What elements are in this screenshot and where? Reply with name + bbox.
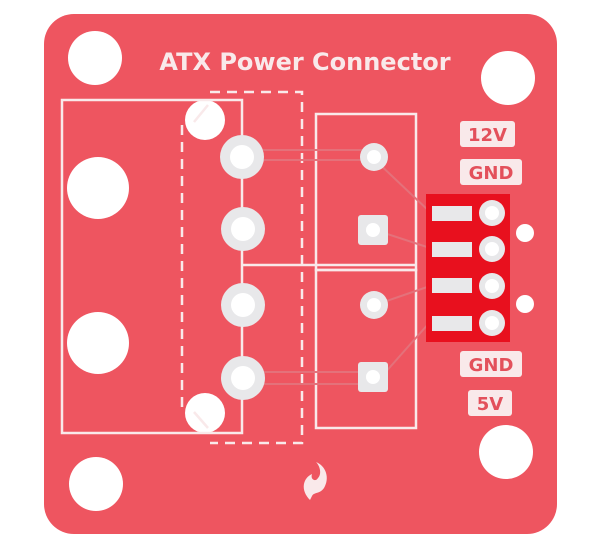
connector-latch-hole-bottom <box>67 312 129 374</box>
label-gnd-top: GND <box>460 159 522 185</box>
connector-pads <box>220 135 265 400</box>
connector-outline <box>60 90 418 445</box>
output-header-block <box>426 194 510 342</box>
sparkfun-flame-logo-icon <box>303 462 327 500</box>
mounting-hole-top-left <box>68 31 122 85</box>
label-gnd-bottom-text: GND <box>469 355 514 376</box>
pcb-substrate <box>44 14 557 534</box>
connector-peg-hole-top <box>185 100 225 140</box>
board-title: ATX Power Connector <box>159 48 450 76</box>
label-gnd-top-text: GND <box>469 163 514 184</box>
via-bottom <box>516 295 534 313</box>
mounting-hole-bottom-left <box>69 457 123 511</box>
label-5v: 5V <box>468 390 512 416</box>
pcb-traces <box>262 149 431 385</box>
label-5v-text: 5V <box>477 394 504 415</box>
connector-peg-hole-bottom <box>185 393 225 433</box>
connector-latch-hole-top <box>67 157 129 219</box>
mounting-hole-top-right <box>481 51 535 105</box>
label-gnd-bottom: GND <box>460 351 522 377</box>
label-12v-text: 12V <box>468 125 507 146</box>
via-top <box>516 224 534 242</box>
label-12v: 12V <box>460 121 515 147</box>
header-pads <box>358 143 388 392</box>
mounting-hole-bottom-right <box>479 425 533 479</box>
